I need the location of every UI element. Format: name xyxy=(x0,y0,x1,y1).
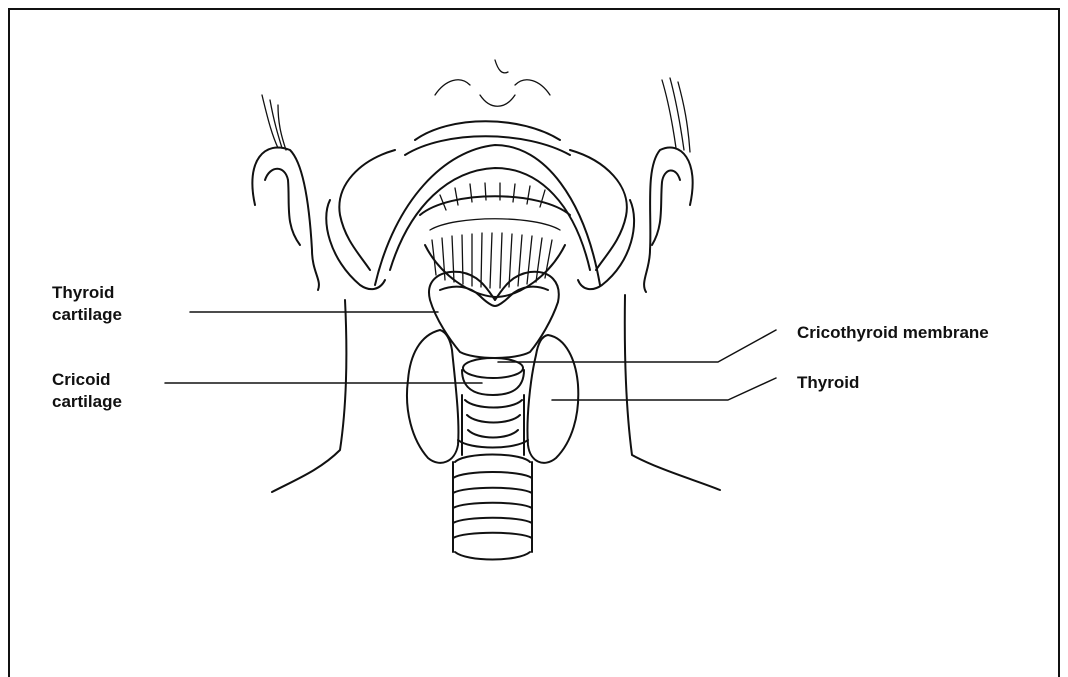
hyoid-hatching xyxy=(420,183,570,297)
label-thyroid-cartilage-line-1: Thyroid xyxy=(52,282,122,304)
cricoid-and-trachea xyxy=(453,358,532,560)
label-cricoid-cartilage: Cricoid cartilage xyxy=(52,369,122,413)
jaw-contours xyxy=(326,60,634,289)
label-thyroid: Thyroid xyxy=(797,372,859,394)
neck-outline xyxy=(272,295,720,492)
label-cricoid-cartilage-line-1: Cricoid xyxy=(52,369,122,391)
label-thyroid-cartilage: Thyroid cartilage xyxy=(52,282,122,326)
label-cricothyroid-membrane: Cricothyroid membrane xyxy=(797,322,989,344)
leader-cricothyroid-membrane xyxy=(498,330,776,362)
thyroid-gland-shape xyxy=(407,330,578,463)
label-thyroid-cartilage-line-2: cartilage xyxy=(52,304,122,326)
right-ear xyxy=(644,78,693,292)
label-cricoid-cartilage-line-2: cartilage xyxy=(52,391,122,413)
leader-thyroid xyxy=(552,378,776,400)
left-ear xyxy=(252,95,319,290)
